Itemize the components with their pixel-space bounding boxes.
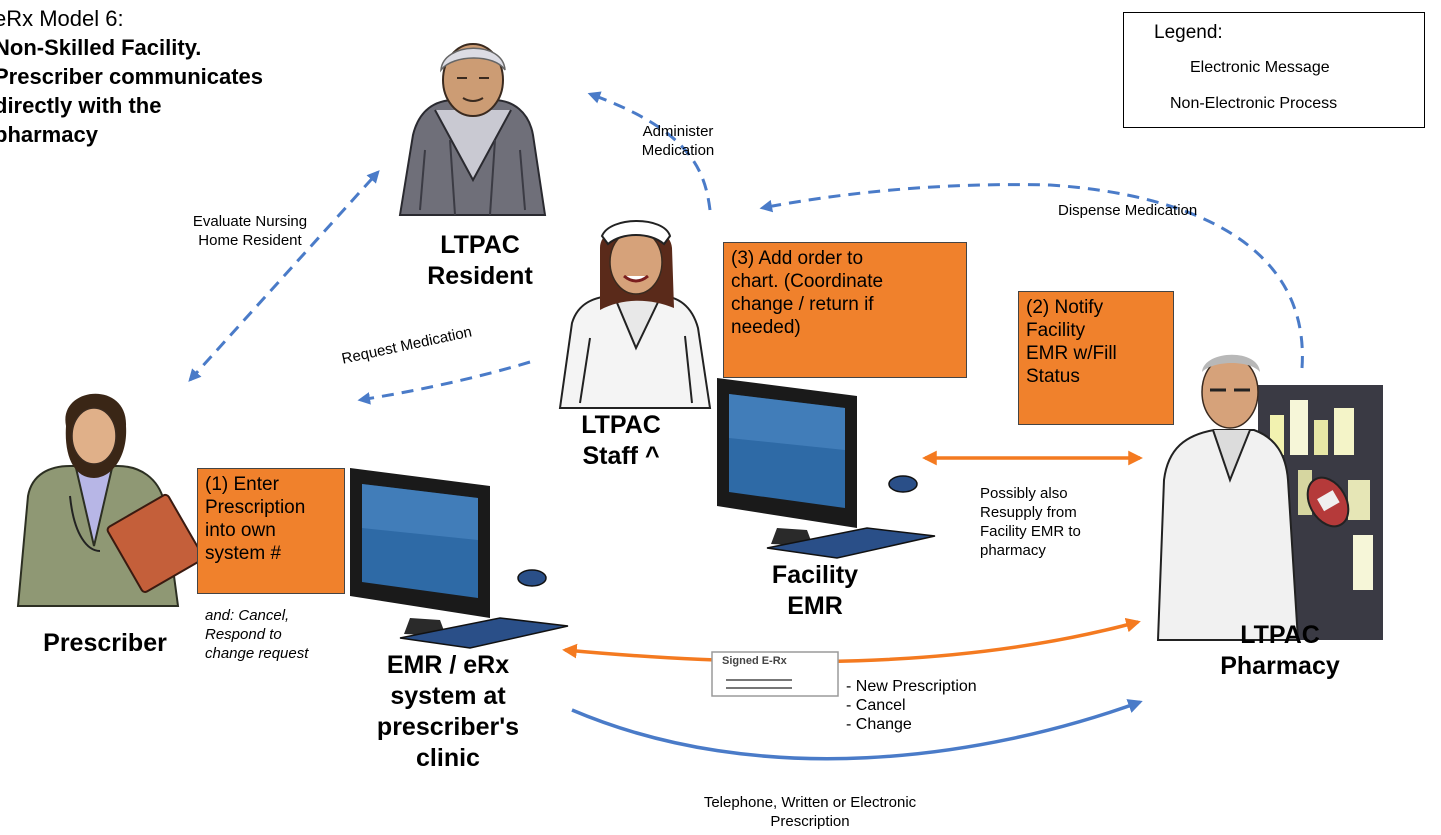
facility-emr-label-line-2: EMR	[787, 592, 843, 620]
legend-title: Legend:	[1154, 22, 1223, 43]
evaluate-resident-label: Evaluate Nursing Home Resident	[160, 212, 340, 250]
step-1-note-line-1: and: Cancel,	[205, 607, 290, 624]
pharmacist-figure-icon	[1156, 354, 1383, 641]
step-1-line-1: (1) Enter	[205, 474, 279, 495]
resupply-label: Possibly also Resupply from Facility EMR…	[980, 484, 1081, 560]
administer-label-line-2: Medication	[641, 142, 715, 159]
legend-box: Legend: Electronic Message Non-Electroni…	[1123, 12, 1425, 128]
step-1-box: (1) Enter Prescription into own system #	[197, 468, 345, 594]
administer-medication-label: Administer Medication	[618, 122, 738, 160]
step-2-line-4: Status	[1026, 366, 1080, 387]
staff-label-line-1: LTPAC	[581, 411, 661, 439]
prescriber-figure-icon	[16, 393, 204, 607]
step-2-line-1: (2) Notify	[1026, 297, 1104, 318]
staff-label: LTPAC Staff ^	[556, 410, 686, 472]
telephone-written-label: Telephone, Written or Electronic Prescri…	[620, 793, 1000, 831]
step-3-box: (3) Add order to chart. (Coordinate chan…	[723, 242, 967, 378]
facility-emr-label-line-1: Facility	[771, 561, 859, 589]
signed-erx-label: Signed E-Rx	[722, 655, 787, 667]
facility-computer-icon	[717, 378, 936, 559]
step-2-line-2: Facility	[1026, 320, 1086, 341]
step-2-box: (2) Notify Facility EMR w/Fill Status	[1018, 291, 1174, 425]
pharmacy-label: LTPAC Pharmacy	[1195, 620, 1365, 682]
signed-erx-card	[711, 651, 839, 697]
erx-pharmacy-electronic-arrow	[562, 617, 1141, 664]
title-line-2: Non-Skilled Facility.	[0, 35, 202, 60]
emr-erx-label: EMR / eRx system at prescriber's clinic	[358, 650, 538, 774]
resident-label: LTPAC Resident	[410, 230, 550, 292]
telephone-label-line-2: Prescription	[770, 813, 850, 830]
evaluate-resident-arrow	[188, 170, 380, 382]
title-line-3: Prescriber communicates	[0, 64, 264, 89]
message-types: - New Prescription - Cancel - Change	[846, 677, 977, 734]
facility-emr-label: Facility EMR	[745, 560, 885, 622]
message-type-cancel: - Cancel	[846, 697, 906, 714]
telephone-label-line-1: Telephone, Written or Electronic	[703, 794, 917, 811]
step-2-line-3: EMR w/Fill	[1026, 343, 1117, 364]
step-3-line-4: needed)	[731, 317, 801, 338]
pharmacy-label-line-2: Pharmacy	[1220, 652, 1340, 680]
erx-computer-icon	[350, 468, 569, 649]
legend-electronic-label: Electronic Message	[1190, 59, 1330, 76]
request-medication-arrow	[357, 360, 531, 405]
emr-erx-label-line-1: EMR / eRx	[386, 651, 510, 679]
prescriber-label: Prescriber	[43, 629, 167, 657]
title-line-4: directly with the	[0, 93, 162, 118]
emr-erx-label-line-2: system at	[390, 682, 506, 710]
pharmacy-label-line-1: LTPAC	[1240, 621, 1320, 649]
step-3-line-3: change / return if	[731, 294, 874, 315]
step-3-line-2: chart. (Coordinate	[731, 271, 884, 292]
emr-erx-label-line-3: prescriber's	[376, 713, 520, 741]
staff-figure-icon	[558, 220, 712, 409]
erx-pharmacy-non-electronic-arrow	[571, 699, 1143, 761]
step-1-line-3: into own	[205, 520, 276, 541]
evaluate-label-line-1: Evaluate Nursing	[192, 213, 308, 230]
step-1-note-line-3: change request	[205, 645, 309, 662]
administer-medication-arrow	[587, 91, 712, 211]
message-type-change: - Change	[846, 716, 912, 733]
resident-figure-icon	[398, 43, 547, 216]
resupply-label-line-1: Possibly also	[980, 485, 1068, 502]
step-1-note-line-2: Respond to	[205, 626, 282, 643]
dispense-medication-arrow	[759, 183, 1304, 369]
resident-label-line-2: Resident	[427, 262, 533, 290]
dispense-medication-label: Dispense Medication	[1058, 202, 1198, 219]
evaluate-label-line-2: Home Resident	[198, 232, 302, 249]
step-1-line-2: Prescription	[205, 497, 306, 518]
staff-label-line-2: Staff ^	[582, 442, 660, 470]
title-line-5: pharmacy	[0, 122, 98, 147]
step-3-line-1: (3) Add order to	[731, 248, 864, 269]
resupply-label-line-4: pharmacy	[980, 542, 1046, 559]
resupply-label-line-2: Resupply from	[980, 504, 1077, 521]
legend-non-electronic-label: Non-Electronic Process	[1170, 95, 1338, 112]
emr-erx-label-line-4: clinic	[416, 744, 480, 772]
message-type-new: - New Prescription	[846, 678, 977, 695]
resupply-label-line-3: Facility EMR to	[980, 523, 1081, 540]
diagram-title: eRx Model 6: Non-Skilled Facility. Presc…	[0, 4, 263, 149]
step-1-note: and: Cancel, Respond to change request	[205, 606, 308, 663]
step-1-line-4: system #	[205, 543, 282, 564]
administer-label-line-1: Administer	[642, 123, 714, 140]
title-line-1: eRx Model 6:	[0, 6, 124, 31]
resident-label-line-1: LTPAC	[440, 231, 520, 259]
